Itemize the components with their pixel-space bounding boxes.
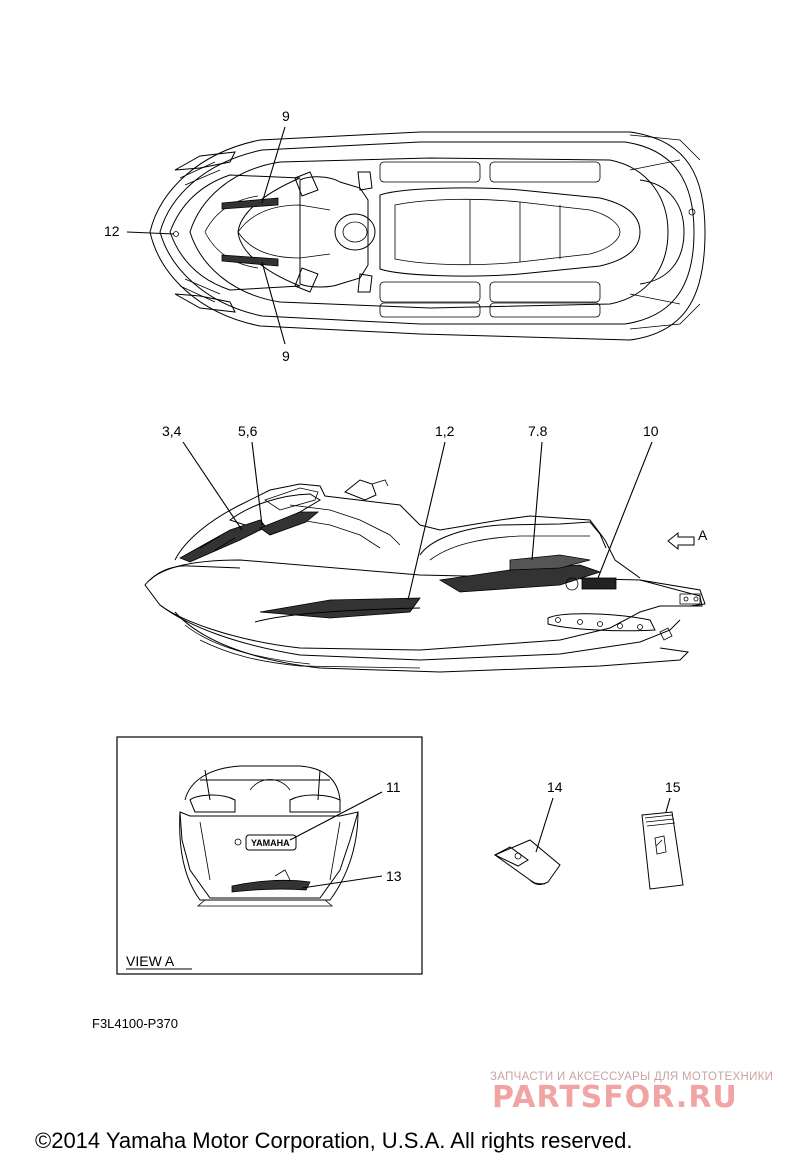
top-view-callouts: 9 12 9 [104, 108, 290, 364]
callout-15: 15 [665, 779, 681, 795]
copyright-notice: ©2014 Yamaha Motor Corporation, U.S.A. A… [35, 1128, 633, 1153]
callout-5-6: 5,6 [238, 423, 258, 439]
side-view-callouts: 3,4 5,6 1,2 7.8 10 A [162, 423, 708, 601]
view-a-callouts: 11 13 VIEW A [126, 779, 402, 970]
view-a-label: VIEW A [126, 953, 175, 969]
watermark-tagline: ЗАПЧАСТИ И АКСЕССУАРЫ ДЛЯ МОТОТЕХНИКИ [490, 1071, 774, 1083]
side-view-watercraft [144, 479, 706, 673]
diagram-part-code: F3L4100-P370 [92, 1016, 179, 1031]
callout-12: 12 [104, 223, 120, 239]
top-view-watercraft [149, 131, 706, 341]
callout-7-8: 7.8 [528, 423, 548, 439]
callout-1-2: 1,2 [435, 423, 455, 439]
callout-10: 10 [643, 423, 659, 439]
callout-3-4: 3,4 [162, 423, 182, 439]
callout-14: 14 [547, 779, 563, 795]
callout-9-bottom: 9 [282, 348, 290, 364]
loose-parts-callouts: 14 15 [535, 779, 681, 853]
callout-9-top: 9 [282, 108, 290, 124]
watermark-logo: PARTSFOR.RU [492, 1080, 738, 1115]
yamaha-decal-text: YAMAHA [251, 838, 290, 848]
view-a-panel: YAMAHA [116, 736, 423, 975]
view-a-arrow [667, 531, 695, 551]
part-15-card [641, 811, 684, 890]
view-a-indicator: A [698, 527, 708, 543]
callout-11: 11 [386, 779, 401, 795]
part-14-pouch [493, 839, 561, 885]
callout-13: 13 [386, 868, 402, 884]
